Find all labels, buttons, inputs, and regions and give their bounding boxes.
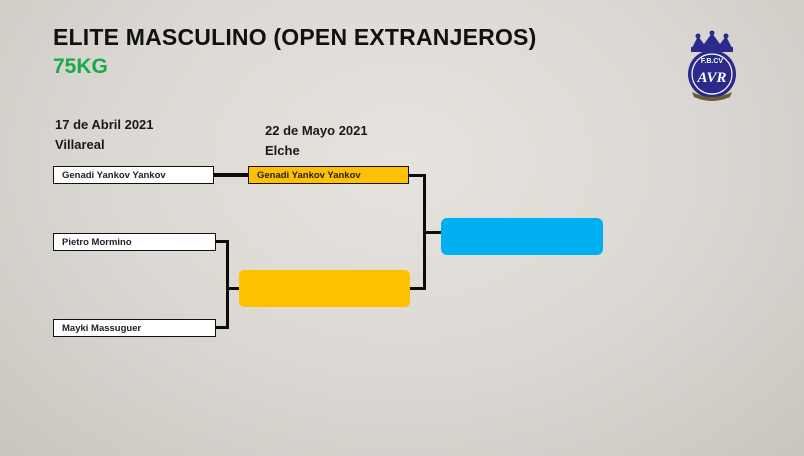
round1-header: 17 de Abril 2021 Villareal bbox=[55, 115, 154, 155]
bracket-slot-r2-1[interactable]: Genadi Yankov Yankov bbox=[248, 166, 409, 184]
competitor-name: Mayki Massuguer bbox=[62, 322, 142, 334]
bracket-slot-r1-2[interactable]: Pietro Mormino bbox=[53, 233, 216, 251]
connector-line bbox=[226, 287, 239, 290]
round1-location: Villareal bbox=[55, 137, 105, 152]
connector-line bbox=[216, 326, 228, 329]
competitor-name: Genadi Yankov Yankov bbox=[62, 169, 166, 181]
bracket-slot-r1-3[interactable]: Mayki Massuguer bbox=[53, 319, 216, 337]
svg-text:AVR: AVR bbox=[697, 70, 727, 86]
svg-text:F.B.CV: F.B.CV bbox=[701, 58, 724, 65]
bracket-slot-r2-2[interactable] bbox=[239, 270, 410, 307]
connector-line bbox=[214, 173, 248, 177]
fbcv-crest-icon: F.B.CV AVR bbox=[686, 30, 738, 102]
round2-header: 22 de Mayo 2021 Elche bbox=[265, 121, 368, 161]
competitor-name: Pietro Mormino bbox=[62, 236, 132, 248]
competitor-name: Genadi Yankov Yankov bbox=[257, 169, 361, 181]
round2-date: 22 de Mayo 2021 bbox=[265, 123, 368, 138]
connector-line bbox=[423, 231, 441, 234]
page-title: ELITE MASCULINO (OPEN EXTRANJEROS) bbox=[53, 24, 537, 50]
bracket-slot-r1-1[interactable]: Genadi Yankov Yankov bbox=[53, 166, 214, 184]
bracket-slot-final[interactable] bbox=[441, 218, 603, 255]
round1-date: 17 de Abril 2021 bbox=[55, 117, 154, 132]
connector-line bbox=[410, 287, 425, 290]
round2-location: Elche bbox=[265, 143, 300, 158]
weight-class: 75KG bbox=[53, 55, 108, 78]
connector-line bbox=[216, 240, 228, 243]
connector-line bbox=[409, 174, 425, 177]
connector-line bbox=[226, 240, 229, 329]
